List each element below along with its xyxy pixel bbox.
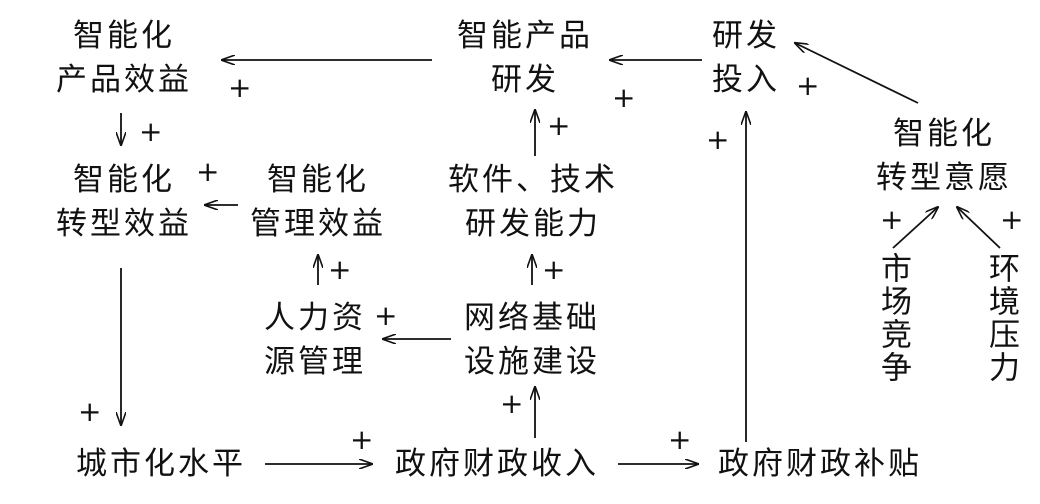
node-smart-product-benefit-line1: 智能化: [73, 18, 175, 54]
node-transform-willingness-line1: 智能化: [893, 116, 995, 152]
sign-pressure-to-willingness: +: [1000, 203, 1024, 236]
node-urbanization-level: 城市化水平: [76, 446, 246, 482]
sign-urbanization-to-revenue: +: [350, 423, 374, 456]
sign-subsidy-to-investment: +: [706, 123, 730, 156]
node-environmental-pressure: 环境压力: [983, 252, 1019, 384]
sign-product-benefit-to-transform-benefit: +: [139, 115, 163, 148]
sign-transform-benefit-to-urbanization: +: [78, 395, 102, 428]
node-transform-willingness: 智能化 转型意愿: [862, 112, 1026, 200]
node-software-tech-rd-line1: 软件、技术: [448, 162, 618, 198]
sign-hr-to-management: +: [328, 253, 352, 286]
node-smart-management-benefit: 智能化 管理效益: [238, 158, 398, 246]
node-government-subsidy: 政府财政补贴: [718, 446, 922, 482]
node-rd-investment-line2: 投入: [712, 62, 780, 98]
node-smart-product-benefit-line2: 产品效益: [56, 62, 192, 98]
node-smart-product-rd-line2: 研发: [491, 62, 559, 98]
node-smart-management-benefit-line2: 管理效益: [250, 206, 386, 242]
sign-software-to-product-rd: +: [547, 109, 571, 142]
sign-willingness-to-investment: +: [796, 69, 820, 102]
node-smart-product-rd: 智能产品 研发: [440, 14, 610, 102]
arrow-pressure-to-willingness: [957, 207, 1001, 249]
node-transform-willingness-line2: 转型意愿: [876, 160, 1012, 196]
node-network-infrastructure-line2: 设施建设: [464, 344, 600, 380]
sign-revenue-to-infrastructure: +: [500, 387, 524, 420]
sign-competition-to-willingness: +: [880, 203, 904, 236]
node-hr-management-line1: 人力资: [264, 300, 366, 336]
sign-management-to-transform-benefit: +: [196, 155, 220, 188]
node-smart-product-benefit: 智能化 产品效益: [40, 14, 208, 102]
node-smart-transform-benefit-line1: 智能化: [73, 162, 175, 198]
node-market-competition: 市场竞争: [875, 252, 911, 384]
node-software-tech-rd: 软件、技术 研发能力: [438, 158, 628, 246]
node-government-revenue: 政府财政收入: [395, 446, 599, 482]
node-hr-management-line2: 源管理: [264, 344, 366, 380]
arrow-willingness-to-investment: [795, 43, 919, 104]
node-network-infrastructure-line1: 网络基础: [464, 300, 600, 336]
sign-infrastructure-to-software: +: [542, 253, 566, 286]
node-smart-transform-benefit-line2: 转型效益: [56, 206, 192, 242]
node-rd-investment: 研发 投入: [700, 14, 792, 102]
node-hr-management: 人力资 源管理: [250, 296, 380, 384]
sign-revenue-to-subsidy: +: [668, 423, 692, 456]
sign-infrastructure-to-hr: +: [374, 299, 398, 332]
sign-investment-to-product-rd: +: [612, 81, 636, 114]
node-smart-product-rd-line1: 智能产品: [457, 18, 593, 54]
node-rd-investment-line1: 研发: [712, 18, 780, 54]
node-network-infrastructure: 网络基础 设施建设: [450, 296, 614, 384]
arrow-competition-to-willingness: [892, 207, 938, 249]
node-software-tech-rd-line2: 研发能力: [465, 206, 601, 242]
node-smart-management-benefit-line1: 智能化: [267, 162, 369, 198]
node-smart-transform-benefit: 智能化 转型效益: [40, 158, 208, 246]
sign-product-rd-to-product-benefit: +: [228, 71, 252, 104]
